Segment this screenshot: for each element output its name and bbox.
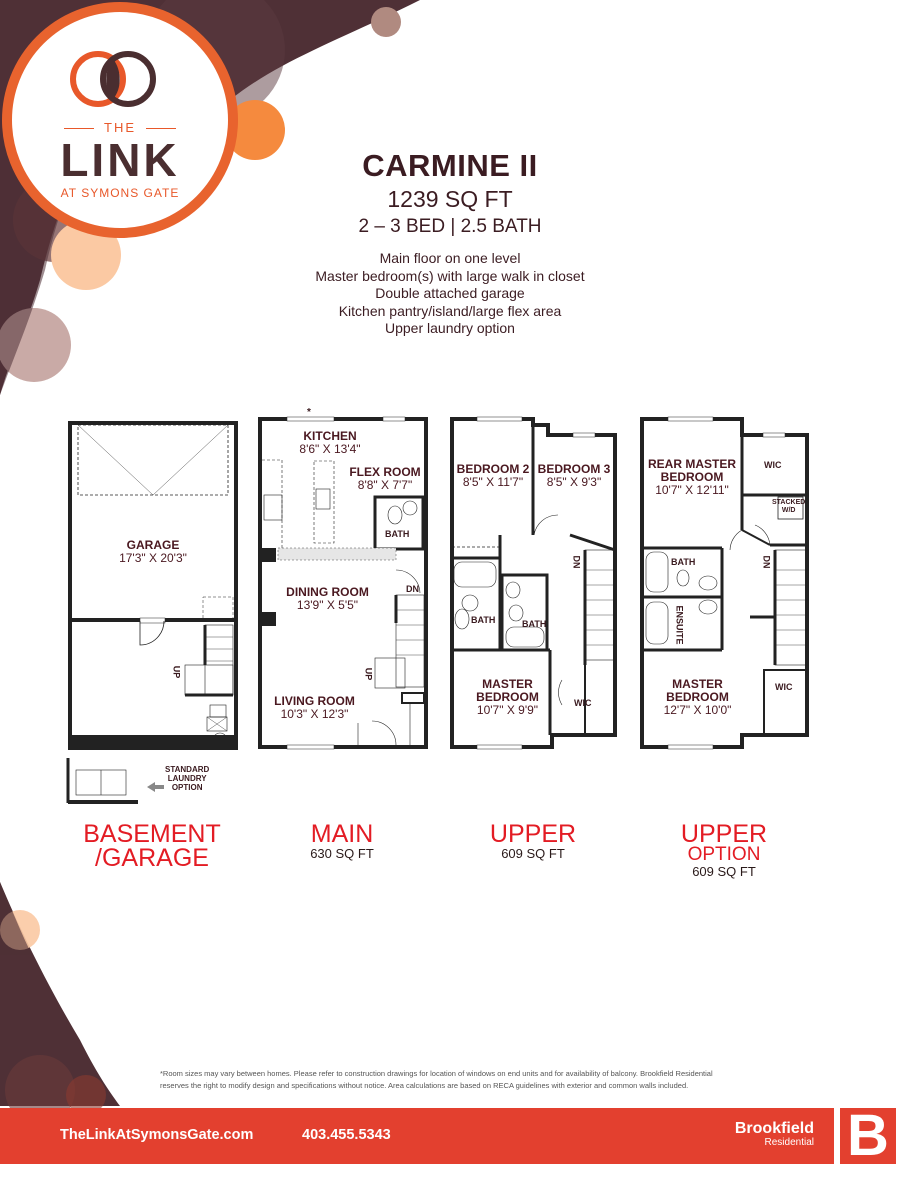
floor-sqft: 609 SQ FT [501, 846, 565, 861]
bath-label: BATH [522, 619, 547, 629]
laundry-option-note: STANDARD LAUNDRY OPTION [165, 765, 209, 792]
room-rear-master-bedroom: REAR MASTER BEDROOM 10'7" X 12'11" [642, 458, 742, 497]
room-dimensions: 10'3" X 12'3" [280, 707, 349, 721]
room-name: BEDROOM 2 [456, 462, 530, 476]
stairs-down-label: DN [406, 584, 419, 594]
feature-item: Upper laundry option [385, 320, 515, 336]
feature-list: Main floor on one level Master bedroom(s… [290, 250, 610, 338]
note-line: OPTION [171, 783, 203, 792]
brand-name: Brookfield [734, 1120, 814, 1137]
room-name: MASTER [672, 677, 723, 691]
model-header: CARMINE II 1239 SQ FT 2 – 3 BED | 2.5 BA… [290, 148, 610, 338]
room-kitchen: KITCHEN 8'6" X 13'4" [280, 430, 380, 456]
room-living: LIVING ROOM 10'3" X 12'3" [262, 695, 367, 721]
room-dimensions: 8'5" X 9'3" [546, 475, 602, 489]
upper-floor-plan: BEDROOM 2 8'5" X 11'7" BEDROOM 3 8'5" X … [440, 405, 630, 755]
feature-item: Main floor on one level [379, 250, 521, 266]
room-dimensions: 8'6" X 13'4" [299, 442, 361, 456]
room-dimensions: 8'5" X 11'7" [462, 475, 524, 489]
stairs-up-label: UP [363, 667, 374, 681]
room-dimensions: 10'7" X 12'11" [655, 483, 729, 497]
room-name: MASTER [482, 677, 533, 691]
basement-floor-plan: GARAGE 17'3" X 20'3" UP [60, 415, 250, 805]
logo-link-text: LINK [60, 134, 180, 186]
room-bedroom-3: BEDROOM 3 8'5" X 9'3" [534, 463, 614, 489]
floor-name-line2: OPTION [687, 844, 761, 865]
stairs-down-label: DN [761, 555, 772, 569]
model-title: CARMINE II [362, 148, 538, 183]
room-name: DINING ROOM [286, 585, 369, 599]
stairs-up-label: UP [171, 665, 182, 679]
brand-sub: Residential [764, 1137, 814, 1148]
wic-label: WIC [574, 698, 592, 708]
logo-subtitle: AT SYMONS GATE [60, 186, 180, 200]
the-link-logo: THE LINK AT SYMONS GATE [20, 20, 220, 220]
note-line: STANDARD [165, 765, 210, 774]
room-name: BEDROOM [476, 690, 539, 704]
note-line: LAUNDRY [167, 774, 207, 783]
bath-label: BATH [471, 615, 496, 625]
floor-name: BASEMENT [83, 820, 221, 848]
room-dimensions: 17'3" X 20'3" [119, 551, 187, 565]
feature-item: Kitchen pantry/island/large flex area [338, 302, 562, 319]
floor-title-upper: UPPER 609 SQ FT [473, 822, 593, 861]
beds-baths: 2 – 3 BED | 2.5 BATH [358, 216, 542, 237]
footer-bar: TheLinkAtSymonsGate.com 403.455.5343 Bro… [0, 1108, 834, 1164]
room-garage: GARAGE 17'3" X 20'3" [108, 539, 198, 565]
room-bedroom-2: BEDROOM 2 8'5" X 11'7" [452, 463, 534, 489]
stacked-text: STACKED [772, 499, 806, 506]
room-master-bedroom: MASTER BEDROOM 10'7" X 9'9" [460, 678, 555, 717]
main-floor-plan: * KITCHEN 8'6" X 13'4" FLEX ROOM 8'8" X … [250, 405, 440, 755]
floor-name: UPPER [489, 820, 577, 848]
feature-item: Double attached garage [375, 285, 525, 301]
wd-text: W/D [781, 507, 796, 514]
main-plan-drawing [258, 416, 428, 750]
upper-option-floor-plan: REAR MASTER BEDROOM 10'7" X 12'11" WIC S… [630, 405, 820, 755]
stacked-wd-label: STACKED W/D [772, 499, 805, 515]
stairs-down-label: DN [571, 555, 582, 569]
floor-sqft: 609 SQ FT [692, 864, 756, 879]
room-dimensions: 8'8" X 7'7" [357, 478, 413, 492]
room-dimensions: 10'7" X 9'9" [476, 703, 539, 717]
floor-title-upper-option: UPPER OPTION 609 SQ FT [664, 822, 784, 879]
room-dimensions: 12'7" X 10'0" [663, 703, 732, 717]
room-flex: FLEX ROOM 8'8" X 7'7" [340, 466, 430, 492]
bath-label: BATH [385, 529, 410, 539]
bath-label: BATH [671, 557, 696, 567]
disclaimer-line: *Room sizes may vary between homes. Plea… [160, 1069, 713, 1078]
floor-name: MAIN [310, 820, 374, 848]
room-dimensions: 13'9" X 5'5" [296, 598, 359, 612]
floor-title-main: MAIN 630 SQ FT [282, 822, 402, 861]
room-name: LIVING ROOM [274, 694, 355, 708]
wic-label: WIC [764, 460, 782, 470]
room-name: BEDROOM [666, 690, 729, 704]
phone-number[interactable]: 403.455.5343 [302, 1127, 391, 1143]
logo-the-text: THE [20, 120, 220, 135]
room-name: FLEX ROOM [349, 465, 421, 479]
floor-name: UPPER [680, 820, 768, 848]
disclaimer: *Room sizes may vary between homes. Plea… [160, 1068, 820, 1092]
website-link[interactable]: TheLinkAtSymonsGate.com [60, 1127, 254, 1143]
window-asterisk: * [307, 407, 311, 418]
room-name: REAR MASTER [647, 457, 736, 471]
disclaimer-line: reserves the right to modify design and … [160, 1081, 689, 1090]
room-name: KITCHEN [303, 429, 357, 443]
room-dining: DINING ROOM 13'9" X 5'5" [275, 586, 380, 612]
room-name: BEDROOM 3 [537, 462, 611, 476]
floor-title-basement: BASEMENT /GARAGE [72, 820, 232, 872]
brookfield-brand: Brookfield Residential [735, 1120, 814, 1148]
basement-plan-drawing [66, 421, 238, 804]
room-name: GARAGE [126, 538, 180, 552]
upper-plan-drawing [450, 416, 617, 750]
feature-item: Master bedroom(s) with large walk in clo… [315, 267, 585, 284]
ensuite-label: ENSUITE [674, 605, 685, 645]
upper-option-plan-drawing [640, 416, 809, 750]
room-master-bedroom: MASTER BEDROOM 12'7" X 10'0" [650, 678, 745, 717]
room-name: BEDROOM [660, 470, 724, 484]
floor-name-line2: /GARAGE [95, 844, 209, 872]
brookfield-b-logo: B [840, 1107, 896, 1165]
wic-label: WIC [775, 682, 793, 692]
total-sqft: 1239 SQ FT [387, 186, 513, 212]
floor-sqft: 630 SQ FT [310, 846, 374, 861]
